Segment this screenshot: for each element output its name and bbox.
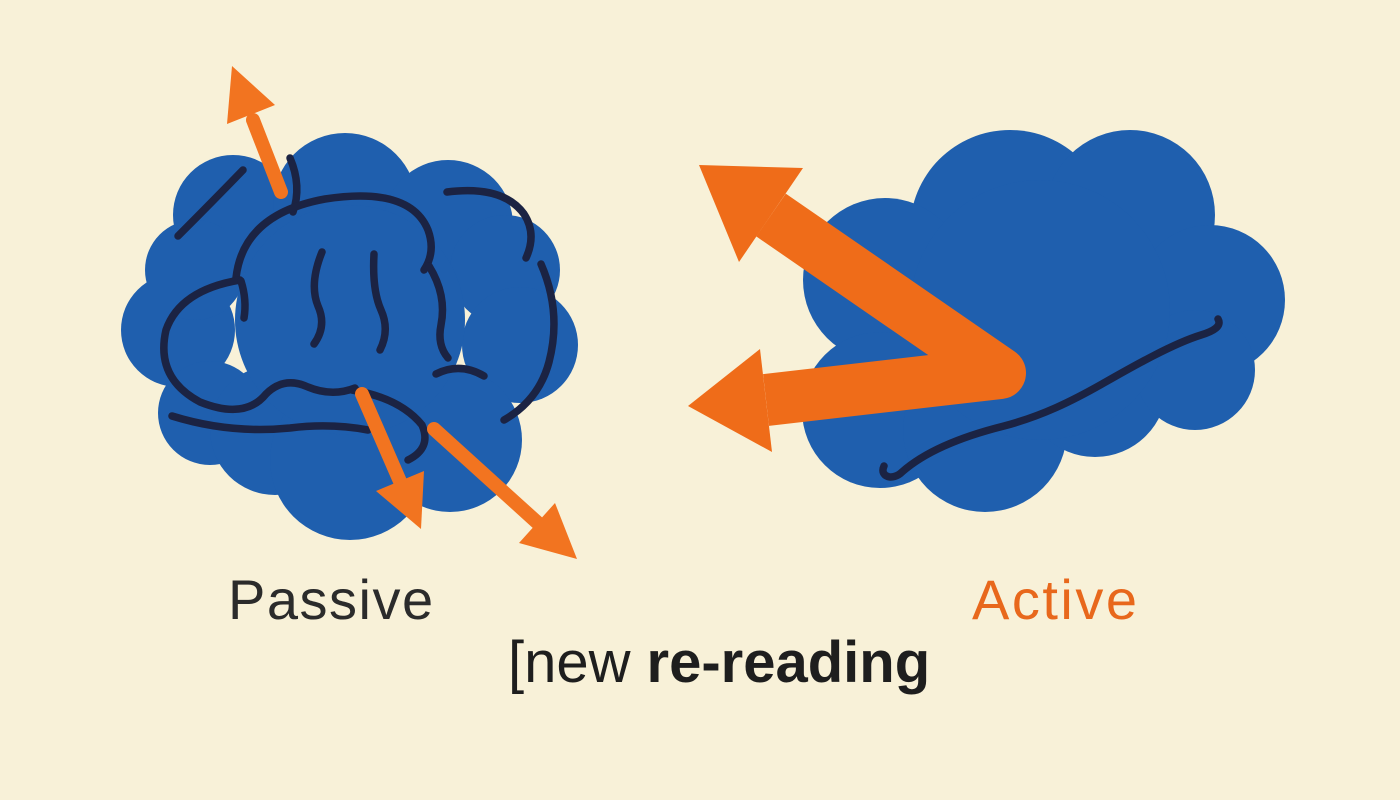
caption-bold-word: re-reading (646, 630, 931, 695)
passive-brain (121, 133, 578, 540)
passive-label: Passive (228, 568, 435, 631)
passive-brain-folds (160, 154, 558, 464)
passive-arrow-down-right-icon (427, 422, 577, 559)
active-brain (802, 130, 1285, 512)
passive-arrow-down-icon (355, 387, 424, 529)
active-brain-fold (879, 315, 1223, 481)
passive-arrow-up-left-icon (227, 66, 288, 199)
active-double-arrow-icon (688, 165, 1026, 452)
caption-prefix: [new (508, 630, 631, 695)
active-label: Active (972, 568, 1140, 631)
